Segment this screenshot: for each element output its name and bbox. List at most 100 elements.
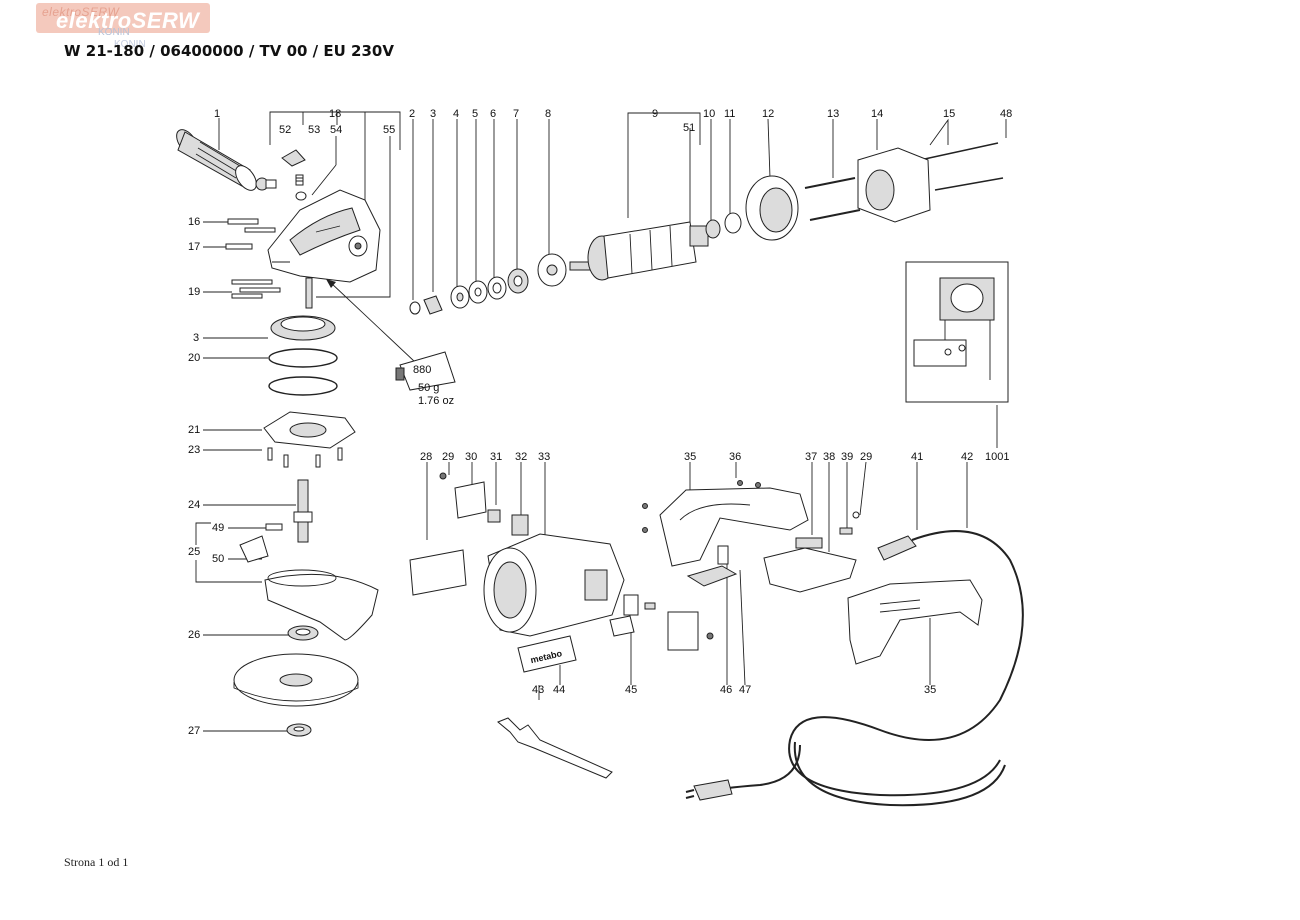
power-cord — [685, 530, 1024, 807]
part-label: 14 — [871, 108, 883, 120]
part-label: 5 — [472, 108, 478, 120]
part-label: 3 — [430, 108, 436, 120]
part-label: 23 — [188, 444, 200, 456]
handle-shell-bottom — [847, 579, 983, 665]
part-label: 8 — [545, 108, 551, 120]
part-label: 38 — [823, 451, 835, 463]
part-label: 49 — [212, 522, 224, 534]
part-label: 45 — [625, 684, 637, 696]
watermark-background — [36, 3, 210, 33]
leader-lines — [195, 111, 1007, 732]
part-label: 3 — [193, 332, 199, 344]
part-label: 50 — [212, 553, 224, 565]
wiring-diagram — [905, 261, 1009, 403]
part-label: 27 — [188, 725, 200, 737]
part-label: 17 — [188, 241, 200, 253]
brush-holders — [609, 594, 714, 651]
part-label: 19 — [188, 286, 200, 298]
page-title: W 21-180 / 06400000 / TV 00 / EU 230V — [64, 42, 394, 60]
motor-housing — [483, 533, 625, 637]
part-label: 1 — [214, 108, 220, 120]
gear-housing — [267, 189, 381, 283]
part-label: 18 — [329, 108, 341, 120]
guard-clamp — [239, 523, 283, 563]
brand-card: metabo — [517, 635, 577, 673]
bearing-flange — [263, 411, 356, 468]
grease-tube: 880 50 g 1.76 oz — [395, 351, 456, 407]
screws-left — [225, 218, 313, 309]
part-label: 1001 — [985, 451, 1009, 463]
bevel-gear — [270, 315, 336, 341]
shaft-rings — [409, 268, 529, 315]
spindle — [293, 479, 313, 543]
part-label: 52 — [279, 124, 291, 136]
part-label: 28 — [420, 451, 432, 463]
part-label: 24 — [188, 499, 200, 511]
switch-slide — [686, 545, 738, 587]
part-label: 37 — [805, 451, 817, 463]
fan-baffle-ring — [745, 175, 799, 241]
part-label: 2 — [409, 108, 415, 120]
switch-parts — [439, 472, 529, 536]
page-footer: Strona 1 od 1 — [64, 855, 129, 869]
part-label: 12 — [762, 108, 774, 120]
armature-bearings — [705, 212, 742, 239]
grease-tube-weight-oz: 1.76 oz — [418, 395, 454, 407]
part-label: 16 — [188, 216, 200, 228]
part-label: 35 — [684, 451, 696, 463]
switch-assembly — [763, 511, 860, 593]
part-label: 48 — [1000, 108, 1012, 120]
part-label: 25 — [188, 546, 200, 558]
stator — [857, 147, 931, 223]
part-label: 53 — [308, 124, 320, 136]
part-label: 9 — [652, 108, 658, 120]
part-label: 46 — [720, 684, 732, 696]
part-label: 33 — [538, 451, 550, 463]
part-label: 29 — [860, 451, 872, 463]
part-label: 21 — [188, 424, 200, 436]
handle-shell-top — [642, 480, 809, 567]
spindle-lock-parts — [281, 149, 307, 201]
grinding-disc — [233, 653, 359, 707]
part-label: 10 — [703, 108, 715, 120]
part-label: 54 — [330, 124, 342, 136]
part-label: 11 — [724, 108, 735, 120]
part-label: 42 — [961, 451, 973, 463]
part-label: 13 — [827, 108, 839, 120]
label-plate — [409, 549, 467, 596]
part-label: 35 — [924, 684, 936, 696]
part-label: 51 — [683, 122, 695, 134]
part-label: 29 — [442, 451, 454, 463]
part-label: 6 — [490, 108, 496, 120]
baffle-plate — [537, 253, 567, 287]
part-label: 20 — [188, 352, 200, 364]
clamping-nut — [286, 723, 312, 737]
part-label: 47 — [739, 684, 751, 696]
watermark-logo: elektroSERW elektroSERW KONIN KONIN — [36, 3, 210, 50]
o-rings — [268, 348, 338, 396]
part-label: 7 — [513, 108, 519, 120]
part-label: 43 — [532, 684, 544, 696]
part-labels: 1 18 2 3 4 5 6 7 8 9 10 11 12 13 14 15 4… — [188, 108, 1012, 737]
part-label: 36 — [729, 451, 741, 463]
part-label: 41 — [911, 451, 923, 463]
part-label: 15 — [943, 108, 955, 120]
grease-tube-weight: 50 g — [418, 382, 439, 394]
wheel-guard — [264, 569, 379, 641]
part-label: 30 — [465, 451, 477, 463]
watermark-subtitle-shadow: KONIN — [114, 39, 146, 50]
stator-screws — [804, 142, 1004, 221]
part-label: 44 — [553, 684, 565, 696]
wrench — [497, 717, 613, 779]
part-label: 4 — [453, 108, 459, 120]
part-label: 32 — [515, 451, 527, 463]
part-label: 26 — [188, 629, 200, 641]
watermark-subtitle: KONIN — [98, 27, 130, 38]
watermark-brand: elektroSERW — [56, 8, 200, 33]
grease-tube-code: 880 — [413, 364, 431, 376]
flange-nut — [287, 625, 319, 641]
part-label: 55 — [383, 124, 395, 136]
part-label: 31 — [490, 451, 502, 463]
side-handle — [176, 129, 277, 191]
